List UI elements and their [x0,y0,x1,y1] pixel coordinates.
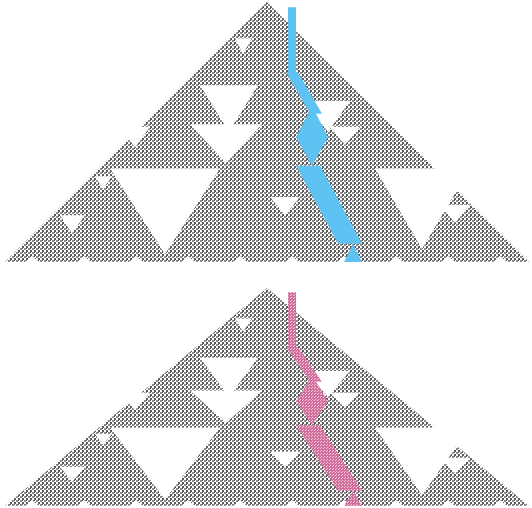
void-triangle [150,343,170,356]
bottom-automaton-panel [5,288,529,506]
path-stem [288,7,296,72]
void-triangle [150,67,170,83]
automaton-triangle [5,288,529,506]
automaton-triangle [5,2,529,262]
top-automaton-panel [5,2,529,262]
path-stem [288,292,296,347]
